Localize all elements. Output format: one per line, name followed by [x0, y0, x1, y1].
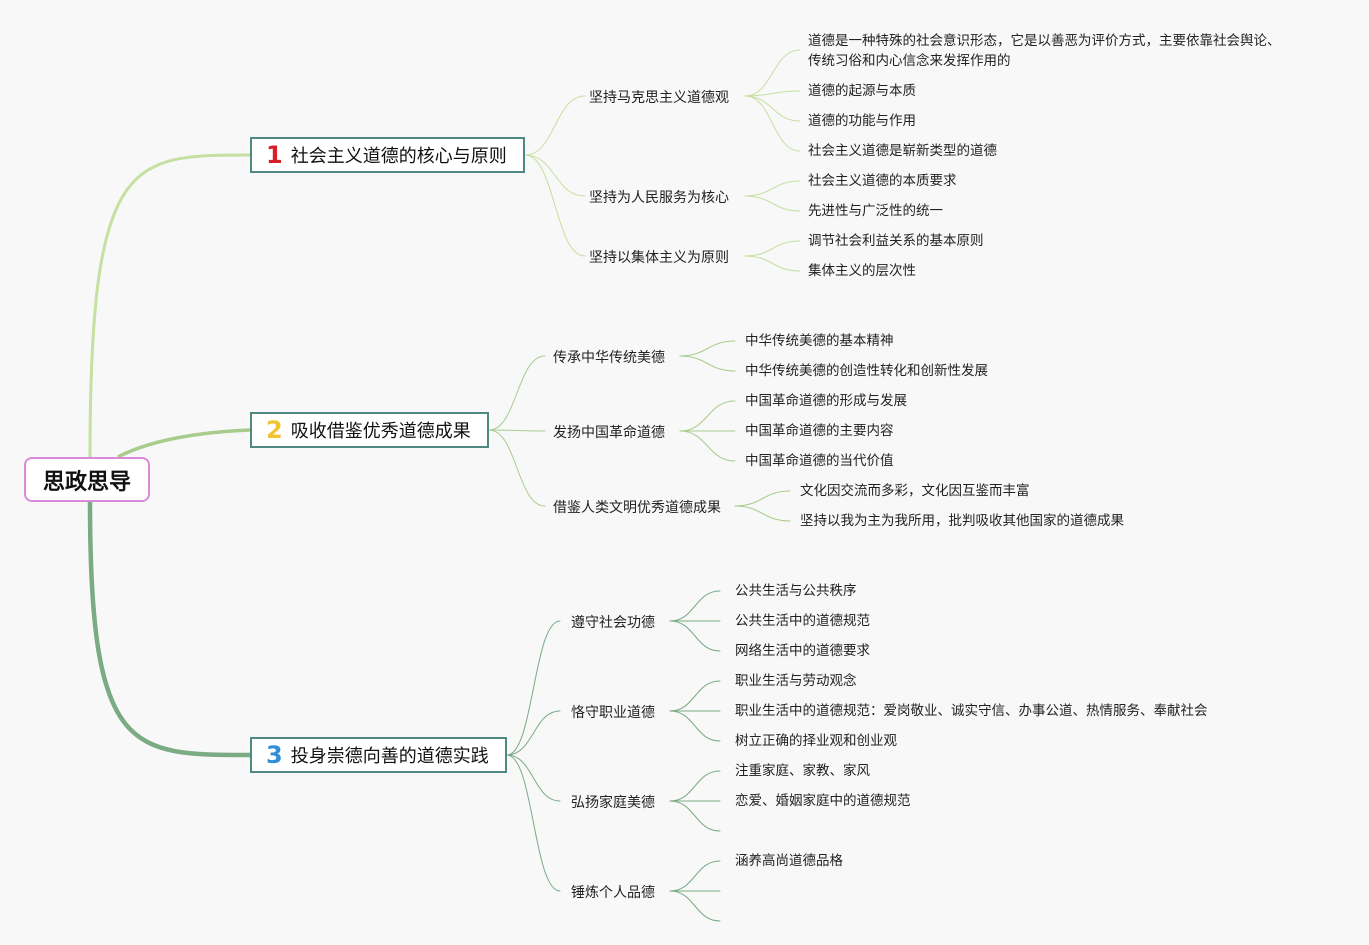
root-node-label: 思政思导 [42, 469, 131, 495]
leaf-node[interactable]: 社会主义道德的本质要求 [808, 173, 957, 189]
leaf-node[interactable]: 中国革命道德的主要内容 [745, 423, 894, 439]
leaf-node[interactable]: 中华传统美德的创造性转化和创新性发展 [745, 363, 988, 379]
subtopic-node[interactable]: 坚持马克思主义道德观 [589, 90, 729, 106]
branch-node-1[interactable]: 1 社会主义道德的核心与原则 [250, 137, 525, 173]
connector-line [524, 154, 586, 197]
branch-node-label: 吸收借鉴优秀道德成果 [290, 421, 471, 442]
leaf-node[interactable]: 注重家庭、家教、家风 [735, 763, 870, 779]
connector-line [679, 340, 736, 357]
branch-node-label: 投身崇德向善的道德实践 [290, 746, 489, 767]
subtopic-node[interactable]: 恪守职业道德 [571, 705, 655, 721]
connector-line [524, 95, 586, 156]
connector-line [506, 710, 561, 756]
leaf-node[interactable]: 公共生活中的道德规范 [735, 613, 870, 629]
connector-line [744, 255, 801, 272]
number-3-icon: 3 [266, 741, 283, 769]
connector-line [734, 505, 791, 522]
connector-line [669, 620, 721, 652]
connector-line [744, 240, 801, 257]
connector-line [506, 754, 561, 802]
connector-line [488, 429, 546, 432]
leaf-node[interactable]: 先进性与广泛性的统一 [808, 203, 943, 219]
leaf-node[interactable]: 道德是一种特殊的社会意识形态，它是以善恶为评价方式，主要依靠社会舆论、 [808, 33, 1281, 49]
leaf-node[interactable]: 中华传统美德的基本精神 [745, 333, 894, 349]
connector-line [734, 490, 791, 507]
root-to-branch-3-link [87, 499, 253, 758]
connector-line [669, 770, 721, 802]
subtopic-node[interactable]: 锤炼个人品德 [571, 885, 655, 901]
leaf-node[interactable]: 道德的功能与作用 [808, 113, 916, 129]
root-to-branch-2-link [117, 428, 251, 459]
branch-node-label: 社会主义道德的核心与原则 [290, 146, 507, 167]
leaf-node[interactable]: 传统习俗和内心信念来发挥作用的 [808, 53, 1011, 69]
connector-line [488, 355, 546, 431]
connector-line [669, 860, 721, 892]
subtopic-node[interactable]: 弘扬家庭美德 [571, 795, 655, 811]
leaf-node[interactable]: 恋爱、婚姻家庭中的道德规范 [735, 793, 911, 809]
branch-node-2[interactable]: 2 吸收借鉴优秀道德成果 [250, 412, 489, 448]
root-node[interactable]: 思政思导 [24, 457, 150, 502]
branch-node-3[interactable]: 3 投身崇德向善的道德实践 [250, 737, 507, 773]
leaf-node[interactable]: 树立正确的择业观和创业观 [735, 733, 897, 749]
number-1-icon: 1 [266, 141, 283, 169]
subtopic-node[interactable]: 发扬中国革命道德 [553, 425, 665, 441]
subtopic-node[interactable]: 遵守社会功德 [571, 615, 655, 631]
number-2-icon: 2 [266, 416, 283, 444]
subtopic-node[interactable]: 坚持以集体主义为原则 [589, 250, 729, 266]
leaf-node[interactable]: 职业生活中的道德规范：爱岗敬业、诚实守信、办事公道、热情服务、奉献社会 [735, 703, 1208, 719]
connector-line [679, 355, 736, 372]
leaf-node[interactable]: 文化因交流而多彩，文化因互鉴而丰富 [800, 483, 1030, 499]
subtopic-node[interactable]: 借鉴人类文明优秀道德成果 [553, 500, 721, 516]
connector-line [506, 620, 561, 756]
leaf-node[interactable]: 中国革命道德的当代价值 [745, 453, 894, 469]
connector-line [744, 49, 801, 97]
connector-line [744, 180, 801, 197]
connector-line [524, 154, 586, 257]
leaf-node[interactable]: 涵养高尚道德品格 [735, 853, 843, 869]
connector-line [744, 95, 801, 122]
leaf-node[interactable]: 坚持以我为主为我所用，批判吸收其他国家的道德成果 [800, 513, 1124, 529]
connector-line [488, 429, 546, 507]
connector-line [506, 754, 561, 892]
connector-line [679, 430, 736, 462]
connector-line [744, 195, 801, 212]
connector-line [744, 90, 801, 97]
root-to-branch-1-link [88, 153, 252, 459]
leaf-node[interactable]: 网络生活中的道德要求 [735, 643, 870, 659]
leaf-node[interactable]: 社会主义道德是崭新类型的道德 [808, 143, 997, 159]
connector-line [744, 95, 801, 152]
subtopic-node[interactable]: 传承中华传统美德 [553, 350, 665, 366]
leaf-node[interactable]: 公共生活与公共秩序 [735, 583, 857, 599]
leaf-node[interactable]: 职业生活与劳动观念 [735, 673, 857, 689]
leaf-node[interactable]: 调节社会利益关系的基本原则 [808, 233, 984, 249]
connector-line [669, 800, 721, 832]
connector-line [669, 590, 721, 622]
subtopic-node[interactable]: 坚持为人民服务为核心 [589, 190, 729, 206]
connector-line [669, 710, 721, 742]
connector-line [669, 890, 721, 922]
connector-line [679, 400, 736, 432]
leaf-node[interactable]: 集体主义的层次性 [808, 263, 916, 279]
connector-line [669, 680, 721, 712]
leaf-node[interactable]: 中国革命道德的形成与发展 [745, 393, 907, 409]
leaf-node[interactable]: 道德的起源与本质 [808, 83, 916, 99]
